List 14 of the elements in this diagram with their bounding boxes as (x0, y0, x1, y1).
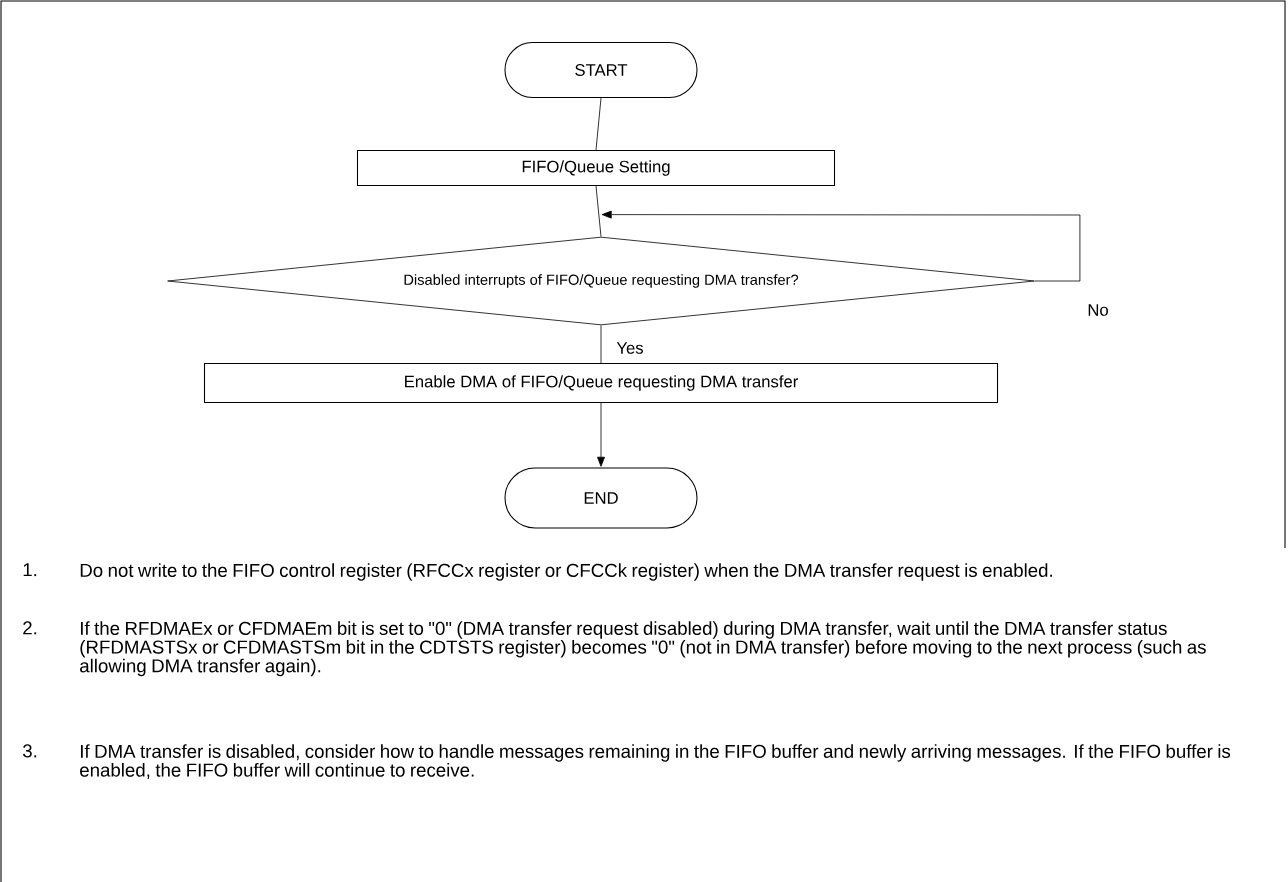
note-number: 3. (23, 744, 37, 758)
arrow (597, 402, 605, 467)
terminal-box: START (504, 41, 698, 99)
process-box: Enable DMA of FIFO/Queue requesting DMA transfer (203, 362, 999, 404)
arrow (601, 210, 1081, 282)
terminal-box: END (504, 467, 698, 529)
note-text: If the RFDMAEx or CFDMAEm bit is set to "0" (DMA transfer request disabled) during DMA transfer, wait until the DMA transfer status (RFDMASTSx or CFDMASTSm bit in the CDTSTS register) becomes "0" (not in DMA transfer) before moving to the next process (such as allowing DMA transfer again). (80, 621, 1206, 677)
edge-label: Yes (615, 340, 645, 356)
note-number: 2. (23, 621, 37, 635)
note-text: Do not write to the FIFO control register (RFCCx register or CFCCk register) when the DMA transfer request is enabled. (80, 563, 1052, 581)
note-number: 1. (23, 563, 37, 577)
edge-label: No (1086, 302, 1110, 318)
note-text: If DMA transfer is disabled, consider how to handle messages remaining in the FIFO buffer and newly arriving messages. If the FIFO buffer is enabled, the FIFO buffer will continue to receive. (80, 744, 1231, 779)
process-box: FIFO/Queue Setting (356, 149, 836, 187)
